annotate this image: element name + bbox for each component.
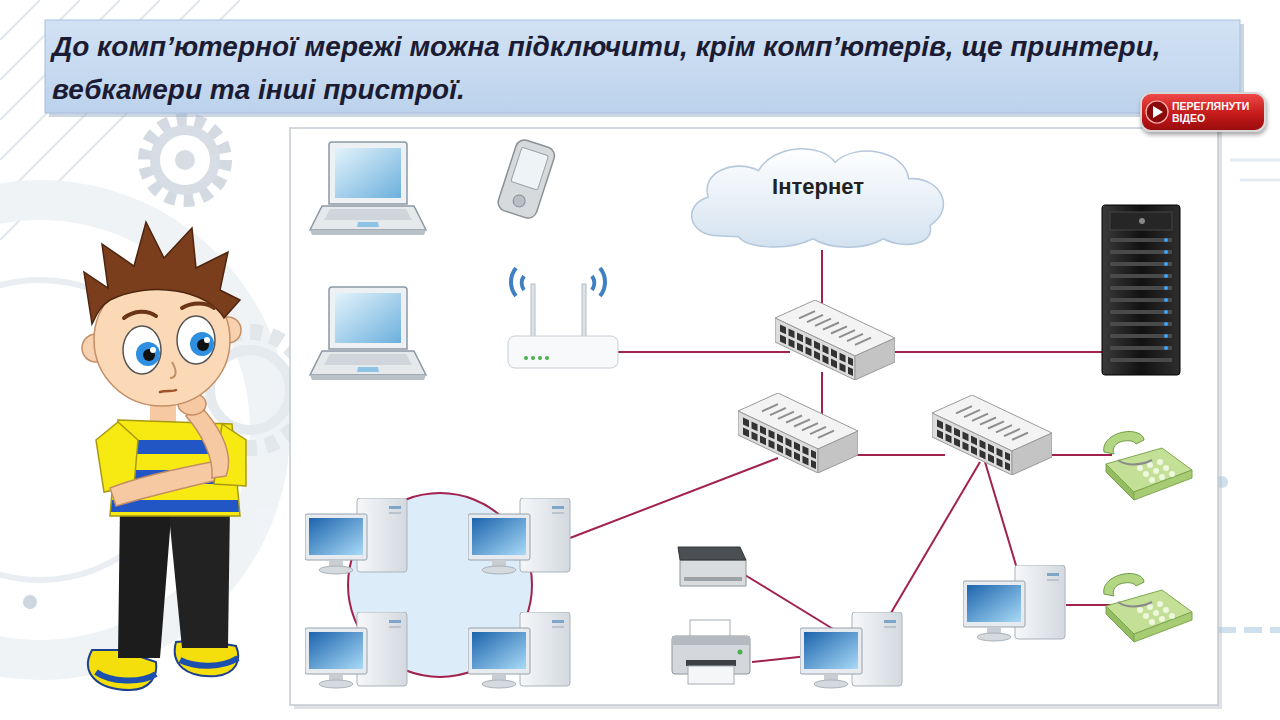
background-decor-part (145, 120, 225, 200)
server-tower-part (1110, 212, 1172, 230)
thinking-boy (82, 222, 250, 690)
server-tower-part (1139, 218, 1145, 224)
network-cable-part (850, 454, 945, 456)
thinking-boy-part (182, 304, 214, 309)
network-cable-part (618, 351, 790, 353)
pda-icon-part (511, 147, 549, 190)
thinking-boy-part (110, 460, 226, 506)
scanner-icon-part (678, 547, 746, 560)
desktop-computer (800, 612, 902, 688)
network-switch (738, 393, 858, 473)
network-cable-part (985, 462, 1018, 572)
network-cable-part (821, 372, 823, 420)
network-cable-part (752, 656, 808, 662)
title-bar-part (45, 20, 1240, 113)
wifi-router-part (511, 268, 524, 296)
wifi-router-part (508, 336, 618, 368)
cloud-outline (692, 149, 944, 247)
laptop-icon (310, 142, 426, 235)
wifi-router-part (531, 284, 535, 338)
network-cable (348, 250, 1112, 677)
desktop-computer (468, 498, 570, 574)
pda-icon-part (512, 193, 527, 208)
thinking-boy-part (136, 342, 160, 366)
thinking-boy-part (118, 505, 172, 658)
server-tower-part (1110, 240, 1172, 360)
wifi-router-part (531, 356, 535, 360)
wifi-router-part (582, 284, 586, 338)
scanner-icon-part (684, 577, 742, 581)
pda-icon-part (496, 138, 557, 221)
printer-icon-part (672, 636, 750, 645)
wifi-router (508, 268, 618, 368)
network-cable-part (570, 458, 778, 538)
server-tower-part (1102, 205, 1180, 375)
printer-icon (672, 620, 750, 684)
play-icon (1142, 94, 1172, 130)
title-bar (45, 20, 1244, 117)
wifi-router-part (545, 356, 549, 360)
server-tower (1102, 205, 1180, 375)
desktop-computer (305, 498, 407, 574)
desktop-computer (963, 565, 1065, 641)
thinking-boy-part (84, 222, 240, 324)
thinking-boy-part (180, 658, 238, 666)
thinking-boy-part (123, 326, 161, 374)
background-decor-part (175, 150, 195, 170)
wifi-router-part (524, 356, 528, 360)
scanner-icon-part (680, 560, 746, 586)
thinking-boy-part (124, 312, 156, 318)
server-tower-part (1164, 240, 1168, 348)
diagram-panel-part (290, 128, 1218, 705)
scanner-icon (678, 547, 746, 586)
background-decor-part (23, 595, 37, 609)
thinking-boy-part (168, 505, 230, 648)
internet-cloud: Інтернет (678, 138, 958, 252)
network-cable-part (880, 351, 1102, 353)
background-decor-part (155, 130, 215, 190)
video-button: ПЕРЕГЛЯНУТИ ВІДЕО (1140, 92, 1266, 132)
play-icon (1146, 101, 1168, 123)
background-decor-part (1230, 160, 1280, 180)
desktop-computer (468, 612, 570, 688)
node-label: ПЕРЕГЛЯНУТИ ВІДЕО (1172, 100, 1258, 124)
thinking-boy-part (96, 672, 156, 681)
network-switch (932, 395, 1052, 475)
thinking-boy-part (177, 316, 215, 364)
ip-phone (1104, 431, 1192, 500)
slide-title: До комп’ютерної мережі можна підключити,… (52, 25, 1232, 111)
printer-icon-part (686, 660, 736, 666)
thinking-boy-part (170, 362, 176, 378)
background-decor-part (0, 200, 270, 660)
wifi-router-part (538, 356, 542, 360)
node-label: Інтернет (772, 174, 864, 200)
thinking-boy-part (160, 390, 176, 392)
network-cable-part (1066, 604, 1112, 606)
background-decor-part (1218, 627, 1280, 633)
ip-phone (1104, 573, 1192, 642)
thinking-boy-part (204, 337, 210, 343)
thinking-boy-part (150, 347, 156, 353)
thinking-boy-part (190, 332, 214, 356)
diagram-panel (290, 128, 1222, 709)
pda-icon (496, 138, 557, 221)
network-switch (775, 300, 895, 380)
play-icon (1153, 106, 1163, 118)
thinking-boy-part (186, 406, 229, 478)
printer-icon-part (738, 650, 743, 655)
network-cable-part (745, 575, 838, 632)
printer-icon-part (688, 666, 734, 684)
laptop-icon (310, 287, 426, 380)
desktop-computer (305, 612, 407, 688)
wifi-router-part (592, 268, 605, 296)
